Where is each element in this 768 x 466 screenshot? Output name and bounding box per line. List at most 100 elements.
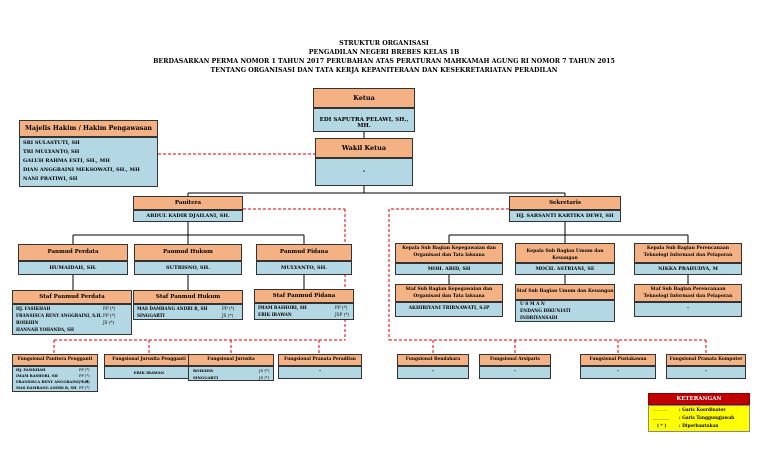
staf-member-tag: PP (*) <box>335 305 348 310</box>
staf-member-tag: JSP (*) <box>335 312 350 317</box>
fungsional-jurusita-title-box: Fungsional Jurusita <box>188 354 274 366</box>
wakil-title-box: Wakil Ketua <box>315 138 413 158</box>
fungsional-title: Fungsional Panitera Pengganti <box>17 357 93 362</box>
staf-perdata-title: Staf Panmud Perdata <box>39 294 105 300</box>
fungsional-title: Fungsional Pranata Komputer <box>669 357 743 362</box>
staf-member: ERIK IRAWAN <box>258 312 292 317</box>
staf-member: MAS DAMBANG ANDRI R, SH <box>137 306 208 311</box>
fungsional-pustakawan-list-box: - <box>580 366 656 379</box>
fungsional-title: Fungsional Arsiparis <box>490 357 540 362</box>
staf-subag-member: INDRIYANSADI <box>520 316 558 321</box>
fungsional-member: - <box>432 369 434 374</box>
legend-solid-text: : Garis Tanggungjawab <box>679 416 735 421</box>
wakil-name-box: - <box>315 158 413 186</box>
kasubag-kepegawaian-name-box: MOH. ABID, SH <box>395 263 503 275</box>
fungsional-jurusita-pengganti-list-box: ERIK IRAWAN <box>104 366 194 379</box>
staf-member-tag: JS (*) <box>222 313 234 318</box>
header-line-1: STRUKTUR ORGANISASI <box>339 40 429 47</box>
hakim-member: TRI MULYANTO, SH <box>23 149 80 155</box>
staf-subag-umum-title: Staf Sub Bagian Umum dan Keuangan <box>516 289 614 294</box>
staf-subag-umum-title-box: Staf Sub Bagian Umum dan Keuangan <box>515 284 615 300</box>
legend-dash-text: : Garis Koordinator <box>679 408 726 413</box>
staf-subag-kepegawaian-title: Staf Sub Bagian Kepegawaian dan Organisa… <box>405 287 493 299</box>
legend-header: KETERANGAN <box>648 393 750 405</box>
staf-member-tag: PP (*) <box>103 306 116 311</box>
staf-subag-perencanaan-title: Staf Sub Bagian Perencanaan Teknologi In… <box>643 287 733 299</box>
fungsional-title: Fungsional Pranata Peradilan <box>284 357 356 362</box>
fungsional-bendahara-title-box: Fungsional Bendahara <box>397 354 469 366</box>
staf-subag-member: U S M A N <box>520 302 545 307</box>
kasubag-perencanaan-name: NIKKA PRAHUDYA, M <box>658 266 718 272</box>
staf-subag-member: ENDANG DIKUNIATI <box>520 309 571 314</box>
fungsional-arsiparis-title-box: Fungsional Arsiparis <box>479 354 551 366</box>
hakim-title-box: Majelis Hakim / Hakim Pengawasan <box>19 120 158 137</box>
ketua-title-box: Ketua <box>313 88 415 108</box>
staf-subag-umum-list-box: U S M A N ENDANG DIKUNIATI INDRIYANSADI <box>515 300 615 322</box>
panitera-name-box: ABDUL KADIR DJAILANI, SH. <box>133 210 243 222</box>
fungsional-member: - <box>319 369 321 374</box>
fungsional-member: SINGGARTI <box>193 375 219 380</box>
kasubag-perencanaan-name-box: NIKKA PRAHUDYA, M <box>634 263 742 275</box>
panmud-pidana-name: MULYANTO, SH. <box>280 265 328 271</box>
staf-member: HANNAH YOHANDA, SH <box>16 327 74 332</box>
ketua-name-box: EDI SAPUTRA PELAWI, SH., MH. <box>313 108 415 132</box>
fungsional-jurusita-list-box: ROIKHIN JS (*) SINGGARTI JS (*) <box>188 366 274 381</box>
panmud-pidana-title: Panmud Pidana <box>279 249 329 255</box>
staf-hukum-title: Staf Panmud Hukum <box>155 294 221 300</box>
fungsional-pranata-peradilan-list-box: - <box>278 366 362 379</box>
staf-subag-member: AKHIRIYANI TRIRNAWATI, S.IP <box>408 306 490 311</box>
kasubag-kepegawaian-title: Kepala Sub Bagian Kepegawaian dan Organi… <box>402 246 496 258</box>
legend-star-text: : Diperbantukan <box>679 424 719 429</box>
staf-subag-member: - <box>687 306 689 311</box>
staf-hukum-title-box: Staf Panmud Hukum <box>133 290 243 304</box>
kasubag-kepegawaian-title-box: Kepala Sub Bagian Kepegawaian dan Organi… <box>395 243 503 263</box>
fungsional-member-tag: JS (*) <box>259 375 270 380</box>
hakim-list-box: SRI SULASTUTI, SH TRI MULYANTO, SH GALUH… <box>19 137 158 187</box>
panmud-perdata-title-box: Panmud Perdata <box>18 244 128 261</box>
fungsional-member-tag: PP (*) <box>79 386 90 390</box>
ketua-name: EDI SAPUTRA PELAWI, SH., MH. <box>319 117 409 129</box>
kasubag-umum-title-box: Kepala Sub Bagian Umum dan Keuangan <box>515 243 615 263</box>
panmud-hukum-title: Panmud Hukum <box>163 249 213 255</box>
kasubag-umum-title: Kepala Sub Bagian Umum dan Keuangan <box>526 249 604 261</box>
kasubag-perencanaan-title: Kepala Sub Bagian Perencanaan Teknologi … <box>643 246 733 258</box>
ketua-title: Ketua <box>353 94 375 102</box>
staf-member: HJ. FASIKHAH <box>16 306 51 311</box>
fungsional-arsiparis-list-box: - <box>479 366 551 379</box>
legend-body: ----------- : Garis Koordinator ———— : G… <box>648 405 750 432</box>
staf-member: SINGGARTI <box>137 313 165 318</box>
sekretaris-title: Sekretaris <box>549 200 581 206</box>
fungsional-member: - <box>617 369 619 374</box>
staf-pidana-title: Staf Panmud Pidana <box>272 293 336 299</box>
staf-subag-perencanaan-title-box: Staf Sub Bagian Perencanaan Teknologi In… <box>634 284 742 302</box>
kasubag-umum-name: MOCH. ASTRIANI, SE <box>535 266 595 272</box>
kasubag-kepegawaian-name: MOH. ABID, SH <box>427 266 471 272</box>
fungsional-jurusita-pengganti-title-box: Fungsional Jurusita Pengganti <box>104 354 194 366</box>
hakim-member: GALUH RAHMA ESTI, SH., MH <box>23 158 110 164</box>
sekretaris-name-box: HJ. SARSANTI KARTIKA DEWI, SH <box>509 210 621 222</box>
fungsional-member: FRANSISCA RENY ANGGRAINI, S.H. <box>16 380 90 384</box>
kasubag-umum-name-box: MOCH. ASTRIANI, SE <box>515 263 615 275</box>
panmud-pidana-name-box: MULYANTO, SH. <box>256 261 352 275</box>
staf-hukum-list-box: MAS DAMBANG ANDRI R, SH PP (*) SINGGARTI… <box>133 304 243 320</box>
fungsional-pranata-komputer-title-box: Fungsional Pranata Komputer <box>666 354 746 366</box>
panitera-name: ABDUL KADIR DJAILANI, SH. <box>146 213 230 219</box>
fungsional-member-tag: PP (*) <box>79 374 90 378</box>
fungsional-title: Fungsional Pustakawan <box>589 357 647 362</box>
hakim-member: DIAN ANGGRAINI MEKSOWATI, SH., MH <box>23 167 140 173</box>
fungsional-member-tag: JS (*) <box>259 368 270 373</box>
fungsional-pranata-peradilan-title-box: Fungsional Pranata Peradilan <box>278 354 362 366</box>
fungsional-member: HJ. FASIKHAH <box>16 368 46 372</box>
staf-perdata-title-box: Staf Panmud Perdata <box>12 290 132 304</box>
kasubag-perencanaan-title-box: Kepala Sub Bagian Perencanaan Teknologi … <box>634 243 742 263</box>
legend-solid-symbol: ———— <box>653 416 669 421</box>
fungsional-member-tag: PP (*) <box>79 380 90 384</box>
sekretaris-name: HJ. SARSANTI KARTIKA DEWI, SH <box>516 213 614 219</box>
sekretaris-title-box: Sekretaris <box>509 196 621 210</box>
hakim-member: NANI PRATIWI, SH <box>23 176 78 182</box>
staf-subag-kepegawaian-list-box: AKHIRIYANI TRIRNAWATI, S.IP <box>395 302 503 317</box>
staf-member: FRANSISCA RENY ANGGRAINI, S.H. <box>16 313 102 318</box>
legend-star-symbol: ( * ) <box>657 424 667 429</box>
panmud-hukum-title-box: Panmud Hukum <box>134 244 242 261</box>
legend-title: KETERANGAN <box>676 396 722 402</box>
